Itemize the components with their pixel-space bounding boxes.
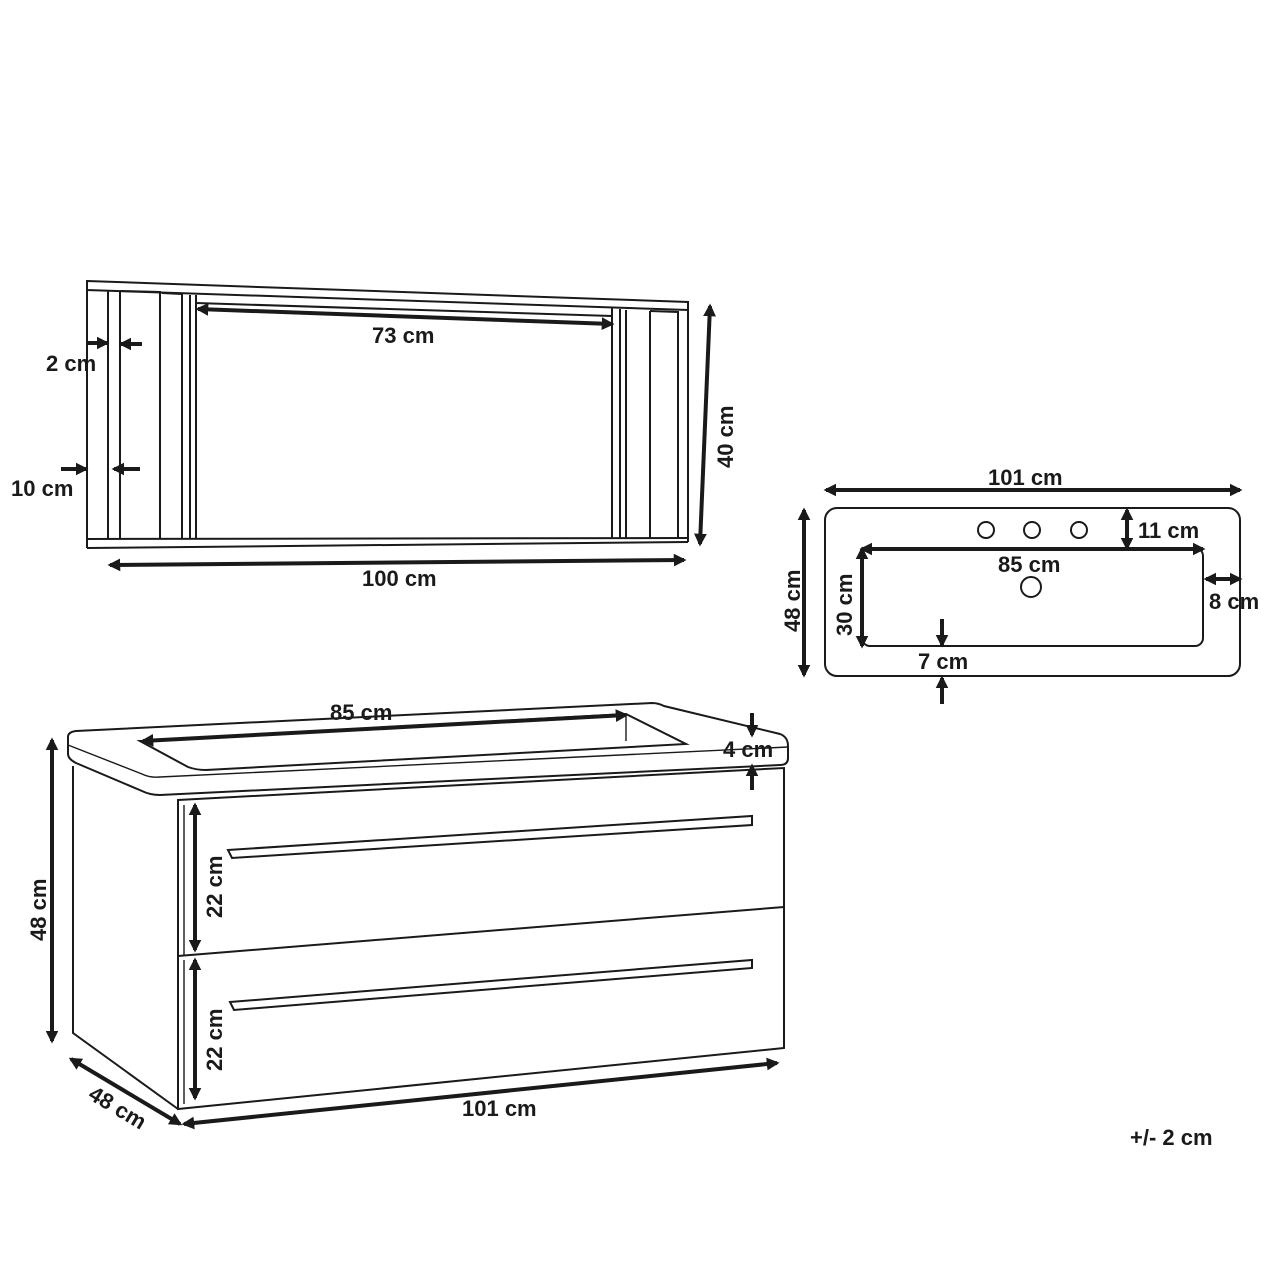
drawer-handle-top bbox=[226, 814, 753, 860]
mirror-shelf-drawing bbox=[86, 279, 689, 549]
dim-line-73 bbox=[195, 302, 615, 331]
label-48-cm-basin: 48 cm bbox=[780, 570, 805, 632]
label-85-cm-vanity: 85 cm bbox=[330, 700, 392, 725]
tap-hole-right-icon bbox=[1070, 521, 1088, 539]
label-11-cm: 11 cm bbox=[1138, 518, 1199, 543]
label-100-cm: 100 cm bbox=[362, 566, 437, 591]
drain-hole-icon bbox=[1020, 576, 1042, 598]
label-22-cm-bottom-drawer: 22 cm bbox=[202, 1009, 227, 1071]
label-73-cm: 73 cm bbox=[372, 323, 434, 348]
label-10-cm: 10 cm bbox=[11, 476, 73, 501]
label-48-cm-height: 48 cm bbox=[26, 879, 51, 941]
dim-line-40 bbox=[694, 303, 716, 547]
vanity-unit-drawing bbox=[67, 701, 789, 1111]
label-2-cm: 2 cm bbox=[46, 351, 96, 376]
label-30-cm: 30 cm bbox=[832, 574, 857, 636]
label-7-cm: 7 cm bbox=[918, 649, 968, 674]
label-101-cm-top: 101 cm bbox=[988, 465, 1063, 490]
tap-hole-center-icon bbox=[1023, 521, 1041, 539]
mirror-dimensions: 73 cm 40 cm 100 cm 2 cm 10 cm bbox=[11, 302, 738, 591]
dim-line-100 bbox=[107, 553, 687, 572]
label-22-cm-top-drawer: 22 cm bbox=[202, 856, 227, 918]
label-4-cm: 4 cm bbox=[723, 737, 773, 762]
label-101-cm-width: 101 cm bbox=[462, 1096, 537, 1121]
drawer-handle-bottom bbox=[228, 958, 753, 1012]
basin-dimensions: 101 cm 48 cm 11 cm 85 cm 30 cm 8 cm 7 cm bbox=[780, 465, 1259, 704]
tap-hole-left-icon bbox=[977, 521, 995, 539]
label-8-cm: 8 cm bbox=[1209, 589, 1259, 614]
label-85-cm-basin: 85 cm bbox=[998, 552, 1060, 577]
tolerance-note: +/- 2 cm bbox=[1130, 1125, 1213, 1150]
label-40-cm: 40 cm bbox=[713, 406, 738, 468]
